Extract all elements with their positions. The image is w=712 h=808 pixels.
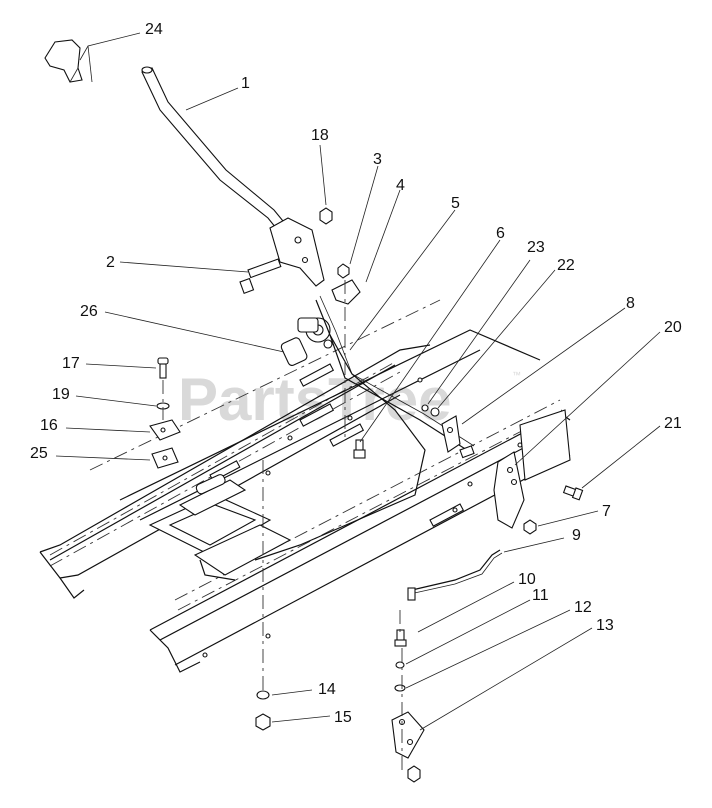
shift-rod (254, 295, 475, 561)
callout-1: 1 (241, 75, 250, 92)
watermark-trademark: ™ (512, 370, 521, 380)
callout-3: 3 (373, 151, 382, 168)
callout-20: 20 (664, 319, 682, 336)
nut-7 (523, 519, 537, 535)
callout-15: 15 (334, 709, 352, 726)
bolt-10 (394, 629, 407, 647)
plate-20 (493, 451, 525, 529)
plate-25 (151, 447, 179, 469)
rod-9 (407, 549, 503, 601)
callout-9: 9 (572, 527, 581, 544)
callout-labels: 24 1 18 3 4 5 2 6 23 22 26 8 20 17 19 16… (30, 21, 682, 726)
spacer-16 (149, 419, 181, 441)
callout-13: 13 (596, 617, 614, 634)
nut-3 (337, 263, 350, 279)
callout-5: 5 (451, 195, 460, 212)
callout-17: 17 (62, 355, 80, 372)
callout-4: 4 (396, 177, 405, 194)
bolt-17 (157, 357, 169, 379)
leader-lines (55, 32, 661, 731)
callout-7: 7 (602, 503, 611, 520)
callout-18: 18 (311, 127, 329, 144)
clip-4 (331, 279, 361, 305)
bolt-21 (562, 485, 584, 501)
callout-26: 26 (80, 303, 98, 320)
shift-knob (44, 39, 83, 83)
lever-plate (269, 217, 325, 287)
shift-lever (141, 66, 293, 239)
detent-26 (280, 317, 333, 366)
callout-6: 6 (496, 225, 505, 242)
callout-19: 19 (52, 386, 70, 403)
washer-14 (256, 690, 270, 700)
nut-bottom (407, 765, 421, 783)
washer-22 (430, 407, 440, 417)
nut-15 (255, 713, 271, 731)
bracket-8 (441, 415, 461, 453)
bolt-6 (353, 439, 366, 459)
callout-24: 24 (145, 21, 163, 38)
callout-16: 16 (40, 417, 58, 434)
shaft-end (459, 445, 475, 459)
assembly-lines (162, 280, 403, 770)
callout-11: 11 (532, 587, 549, 604)
callout-10: 10 (518, 571, 536, 588)
washer-12 (394, 684, 406, 692)
callout-8: 8 (626, 295, 635, 312)
washer-23 (421, 404, 429, 412)
washer-11 (395, 661, 405, 669)
callout-25: 25 (30, 445, 48, 462)
callout-23: 23 (527, 239, 545, 256)
bolt-2 (239, 258, 282, 294)
link-13 (391, 711, 425, 759)
callout-14: 14 (318, 681, 336, 698)
nut-18 (319, 207, 333, 225)
callout-12: 12 (574, 599, 592, 616)
callout-21: 21 (664, 415, 682, 432)
callout-22: 22 (557, 257, 575, 274)
callout-2: 2 (106, 254, 115, 271)
